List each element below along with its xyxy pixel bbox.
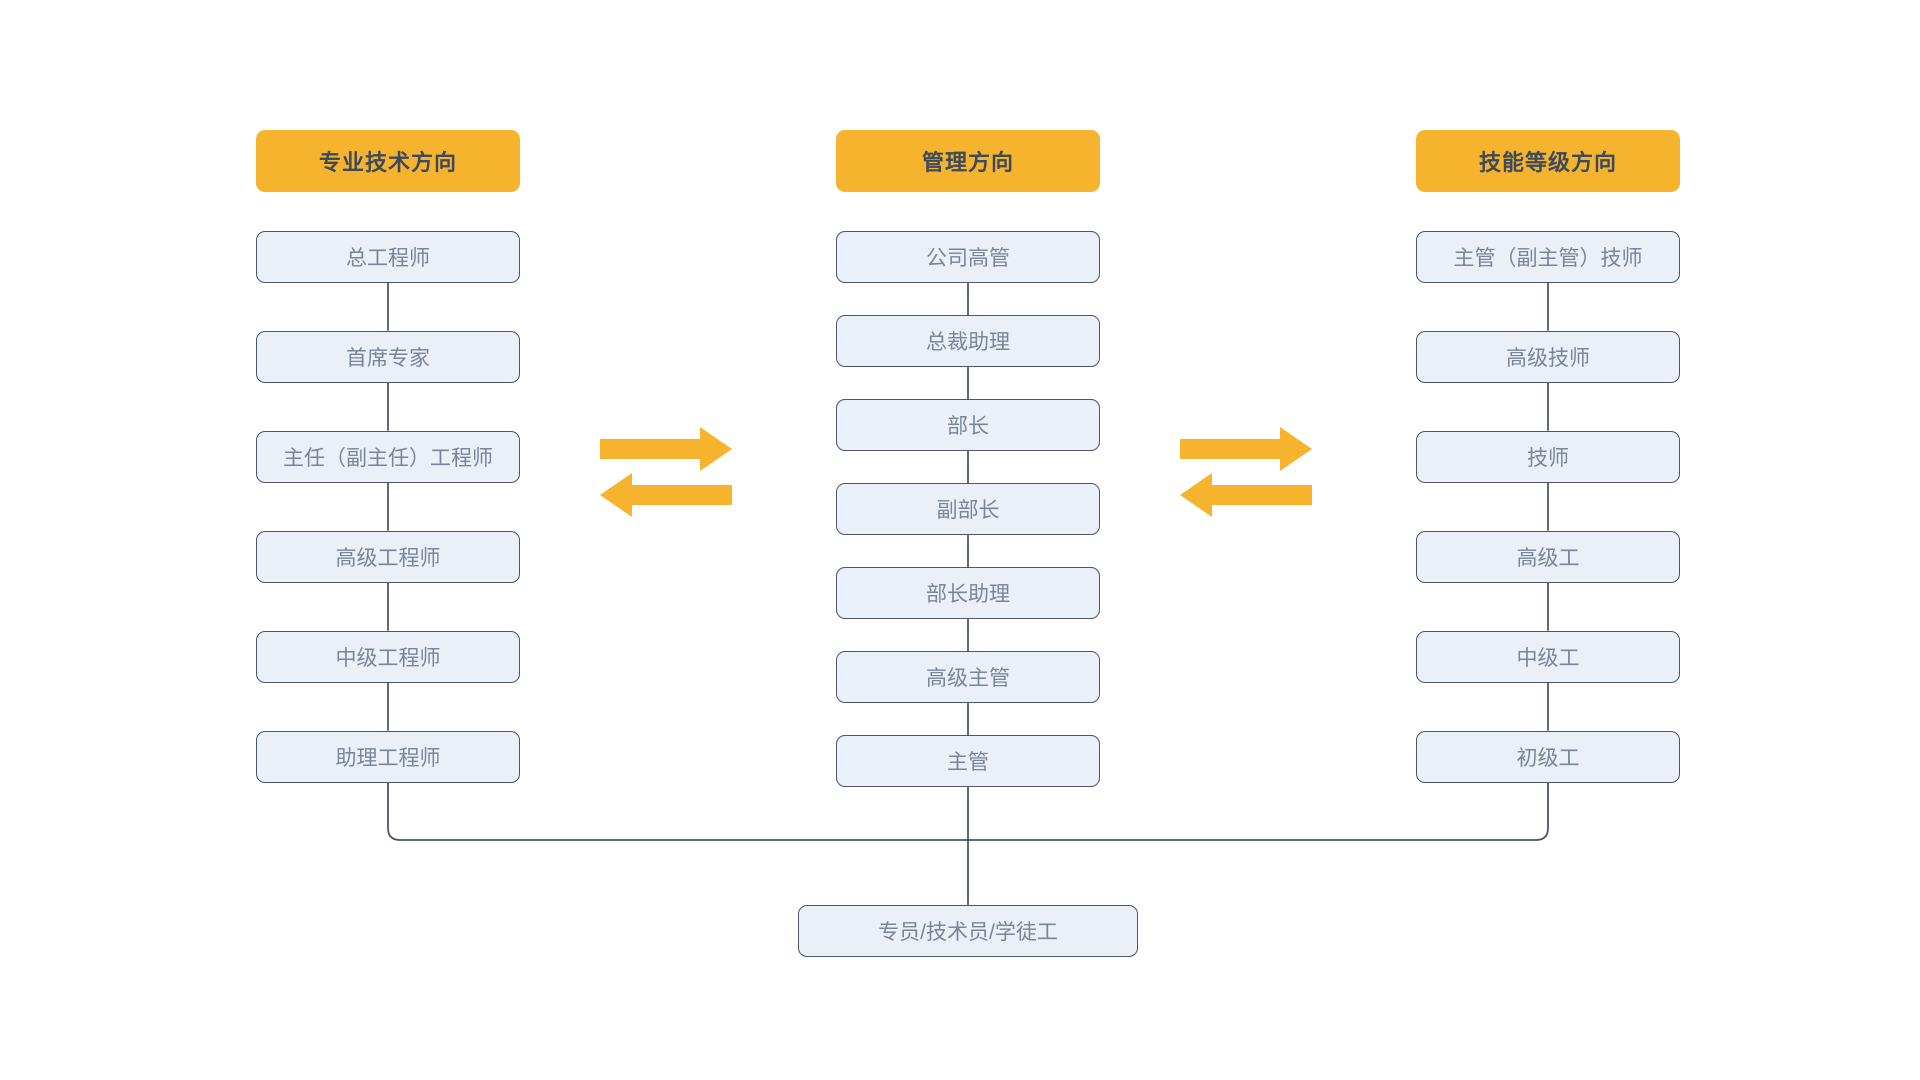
node-skill-0[interactable]: 主管（副主管）技师 [1416,231,1680,283]
column-header-skill: 技能等级方向 [1416,130,1680,192]
node-management-3[interactable]: 副部长 [836,483,1100,535]
node-management-1[interactable]: 总裁助理 [836,315,1100,367]
node-skill-3[interactable]: 高级工 [1416,531,1680,583]
node-technical-0[interactable]: 总工程师 [256,231,520,283]
node-skill-4[interactable]: 中级工 [1416,631,1680,683]
node-management-6[interactable]: 主管 [836,735,1100,787]
node-management-0[interactable]: 公司高管 [836,231,1100,283]
arrow-left-icon [1180,473,1312,517]
column-header-management: 管理方向 [836,130,1100,192]
node-skill-5[interactable]: 初级工 [1416,731,1680,783]
node-skill-1[interactable]: 高级技师 [1416,331,1680,383]
node-skill-2[interactable]: 技师 [1416,431,1680,483]
exchange-arrows-left [596,425,736,520]
node-management-2[interactable]: 部长 [836,399,1100,451]
node-technical-2[interactable]: 主任（副主任）工程师 [256,431,520,483]
node-management-4[interactable]: 部长助理 [836,567,1100,619]
column-header-technical: 专业技术方向 [256,130,520,192]
exchange-arrows-right [1176,425,1316,520]
node-base-entry[interactable]: 专员/技术员/学徒工 [798,905,1138,957]
node-technical-1[interactable]: 首席专家 [256,331,520,383]
node-technical-3[interactable]: 高级工程师 [256,531,520,583]
arrow-right-icon [600,427,732,471]
node-technical-5[interactable]: 助理工程师 [256,731,520,783]
node-management-5[interactable]: 高级主管 [836,651,1100,703]
arrow-right-icon [1180,427,1312,471]
arrow-left-icon [600,473,732,517]
node-technical-4[interactable]: 中级工程师 [256,631,520,683]
